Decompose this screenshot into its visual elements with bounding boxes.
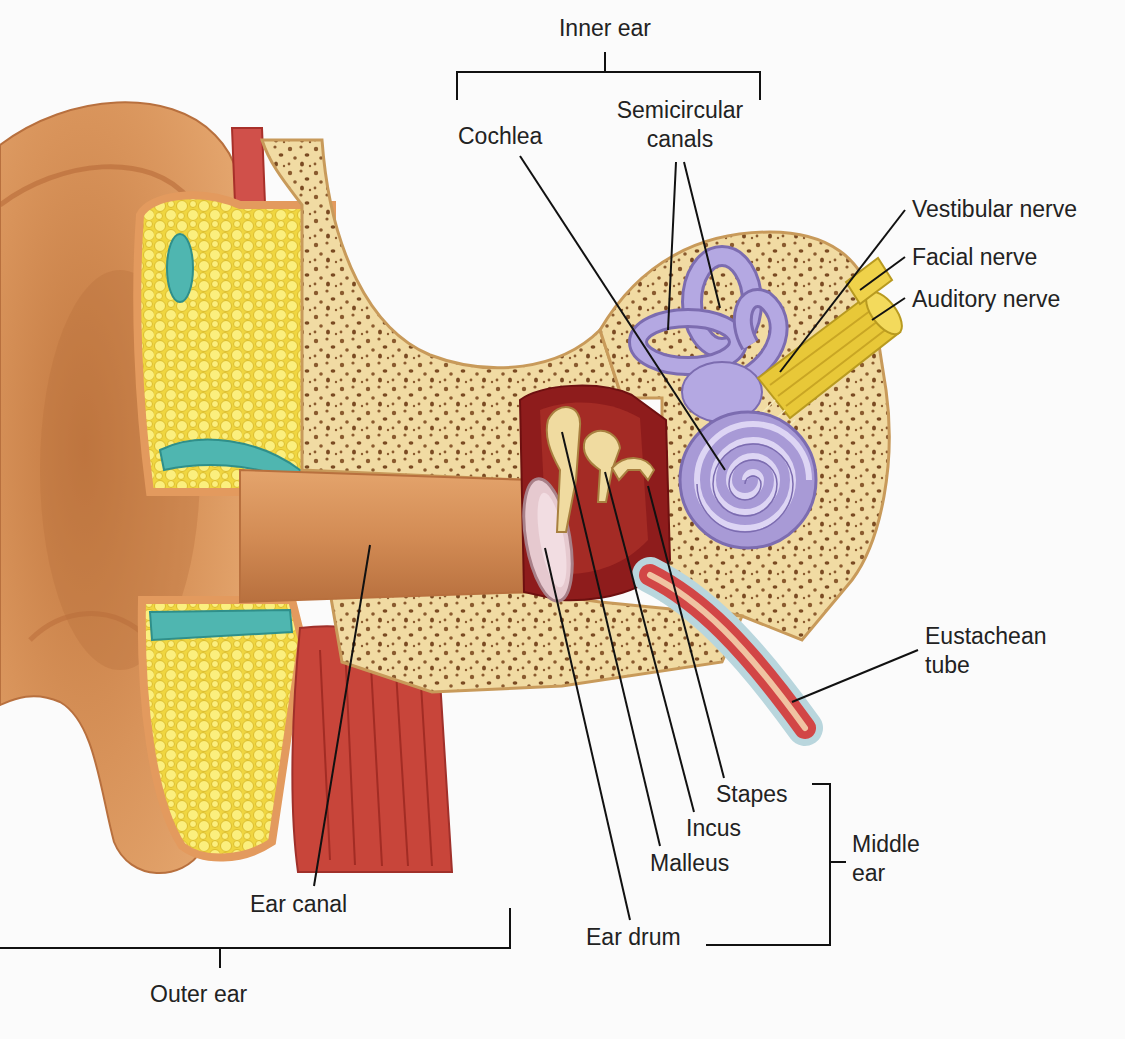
eustachian-tube: [650, 575, 805, 728]
semicircular-canals: [638, 256, 779, 422]
inner-ear-bracket: [457, 52, 760, 100]
fat-tissue: [150, 610, 292, 640]
part-label: Ear canal: [250, 890, 347, 919]
label-text: Eustachean tube: [925, 623, 1046, 678]
ear-canal: [240, 470, 532, 602]
label-text: Stapes: [716, 781, 788, 807]
label-text: Vestibular nerve: [912, 196, 1077, 222]
ossicles: [547, 407, 654, 532]
label-text: Cochlea: [458, 123, 542, 149]
canals-leader: [668, 162, 720, 330]
region-label: Middle ear: [852, 830, 932, 889]
part-label: Malleus: [650, 849, 729, 878]
outer-ear-bracket: [0, 908, 510, 968]
fat-tissue: [167, 234, 193, 302]
label-text: Ear canal: [250, 891, 347, 917]
part-label: Eustachean tube: [925, 622, 1050, 681]
label-text: Auditory nerve: [912, 286, 1060, 312]
part-label: Auditory nerve: [912, 285, 1060, 314]
leader-line: [0, 52, 918, 968]
label-text: Semicircular canals: [617, 97, 744, 152]
stapes-leader: [648, 486, 724, 778]
ossicles: [612, 458, 654, 480]
part-label: Semicircular canals: [605, 96, 755, 155]
region-label: Outer ear: [150, 980, 247, 1009]
malleus-leader: [562, 432, 660, 846]
part-label: Vestibular nerve: [912, 195, 1077, 224]
label-text: Inner ear: [559, 15, 651, 41]
ear-canal: [240, 470, 532, 602]
facial-leader: [860, 257, 905, 290]
cochlea: [697, 444, 793, 532]
part-label: Ear drum: [586, 923, 681, 952]
label-text: Outer ear: [150, 981, 247, 1007]
label-text: Incus: [686, 815, 741, 841]
nerve-bundle: [846, 258, 892, 304]
part-label: Incus: [686, 814, 741, 843]
auditory-leader: [872, 298, 905, 320]
ossicles: [547, 407, 580, 532]
eardrum-leader: [545, 548, 630, 920]
vestibular-leader: [780, 210, 905, 372]
earcanal-leader: [314, 545, 370, 886]
label-text: Middle ear: [852, 831, 920, 886]
temporal-bone: [262, 140, 889, 692]
eustachian-tube: [650, 575, 805, 728]
eustachian-tube: [650, 575, 805, 728]
part-label: Cochlea: [458, 122, 542, 151]
eustachian-tube: [650, 575, 805, 728]
cochlea-leader: [520, 156, 725, 470]
label-text: Facial nerve: [912, 244, 1037, 270]
incus-leader: [605, 472, 694, 812]
part-label: Stapes: [716, 780, 788, 809]
part-label: Facial nerve: [912, 243, 1037, 272]
region-label: Inner ear: [540, 14, 670, 43]
label-text: Malleus: [650, 850, 729, 876]
fat-tissue: [142, 600, 302, 858]
label-text: Ear drum: [586, 924, 681, 950]
eustachean-leader: [792, 650, 918, 702]
